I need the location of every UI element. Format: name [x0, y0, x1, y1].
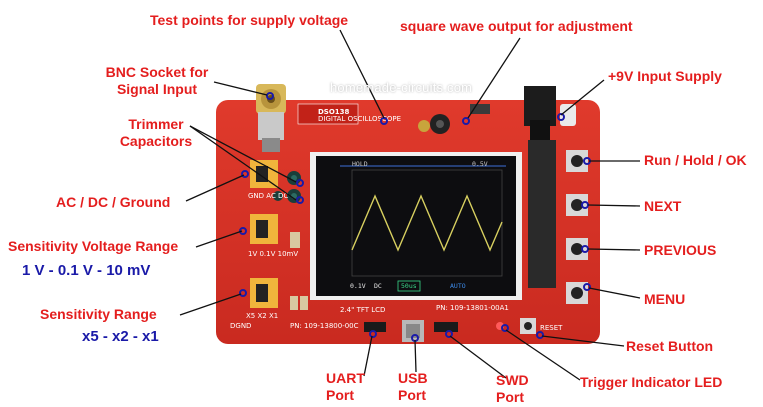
silk-pn-2: PN: 109-13801-00A1 — [436, 304, 509, 312]
power-jack — [524, 86, 556, 140]
button-previous[interactable] — [566, 238, 588, 260]
label-ac-dc-ground: AC / DC / Ground — [56, 194, 171, 210]
label-bnc-line2: Signal Input — [116, 81, 198, 97]
label-swd-line2: Port — [496, 389, 524, 405]
label-input-supply: +9V Input Supply — [608, 68, 722, 84]
button-run-hold-ok[interactable] — [566, 150, 588, 172]
label-trimmer: Trimmer Capacitors — [112, 116, 200, 150]
label-bnc: BNC Socket for Signal Input — [98, 64, 216, 98]
label-test-points: Test points for supply voltage — [150, 12, 349, 28]
label-uart-line1: UART — [326, 370, 365, 386]
screen-trigger-mode: AUTO — [450, 282, 466, 290]
screen-coupling: DC — [374, 282, 382, 290]
label-usb-line1: USB — [398, 370, 428, 386]
label-uart-port: UART Port — [326, 370, 365, 404]
silk-switch-2: 1V 0.1V 10mV — [248, 250, 298, 258]
label-bnc-line1: BNC Socket for — [105, 64, 209, 80]
lcd-screen: HOLD 0.5V 0.1V DC 50us AUTO — [310, 152, 522, 300]
board-model: DSO138 — [318, 108, 350, 116]
label-reset-button: Reset Button — [626, 338, 714, 354]
switch-sensitivity-voltage — [250, 214, 278, 244]
label-uart-line2: Port — [326, 387, 354, 403]
label-trimmer-line2: Capacitors — [119, 133, 193, 149]
screen-status: HOLD — [352, 160, 368, 168]
silk-reset: RESET — [540, 324, 563, 332]
silk-pn-1: PN: 109-13800-00C — [290, 322, 359, 330]
swd-header — [434, 322, 458, 332]
label-menu: MENU — [644, 291, 686, 307]
label-run-hold-ok: Run / Hold / OK — [644, 152, 747, 168]
switch-sensitivity-range — [250, 278, 278, 308]
label-sensitivity-voltage: Sensitivity Voltage Range — [8, 238, 179, 254]
label-sensitivity-voltage-values: 1 V - 0.1 V - 10 mV — [22, 262, 151, 279]
button-next[interactable] — [566, 194, 588, 216]
label-next: NEXT — [644, 198, 682, 214]
label-swd-line1: SWD — [496, 372, 529, 388]
label-trimmer-line1: Trimmer — [128, 116, 184, 132]
uart-header — [364, 322, 386, 332]
button-menu[interactable] — [566, 282, 588, 304]
label-previous: PREVIOUS — [644, 242, 717, 258]
silk-dgnd: DGND — [230, 322, 251, 330]
watermark: homemade-circuits.com — [330, 80, 473, 95]
label-sensitivity-range: Sensitivity Range — [40, 306, 157, 322]
header-pins — [528, 140, 556, 288]
screen-timebase: 50us — [401, 282, 417, 290]
reset-switch[interactable] — [520, 318, 536, 334]
board-subtitle: DIGITAL OSCILLOSCOPE — [318, 115, 401, 123]
label-usb-port: USB Port — [398, 370, 428, 404]
label-trigger-led: Trigger Indicator LED — [580, 374, 723, 390]
screen-volt-div: 0.5V — [472, 160, 488, 168]
screen-vdiv: 0.1V — [350, 282, 366, 290]
label-square-wave: square wave output for adjustment — [400, 18, 633, 34]
label-swd-port: SWD Port — [496, 372, 529, 406]
silk-lcd: 2.4" TFT LCD — [340, 306, 385, 314]
callout-lines — [179, 29, 641, 381]
silk-switch-3: X5 X2 X1 — [246, 312, 278, 320]
label-sensitivity-range-values: x5 - x2 - x1 — [82, 328, 159, 345]
label-usb-line2: Port — [398, 387, 426, 403]
silk-switch-1: GND AC DC — [248, 192, 288, 200]
